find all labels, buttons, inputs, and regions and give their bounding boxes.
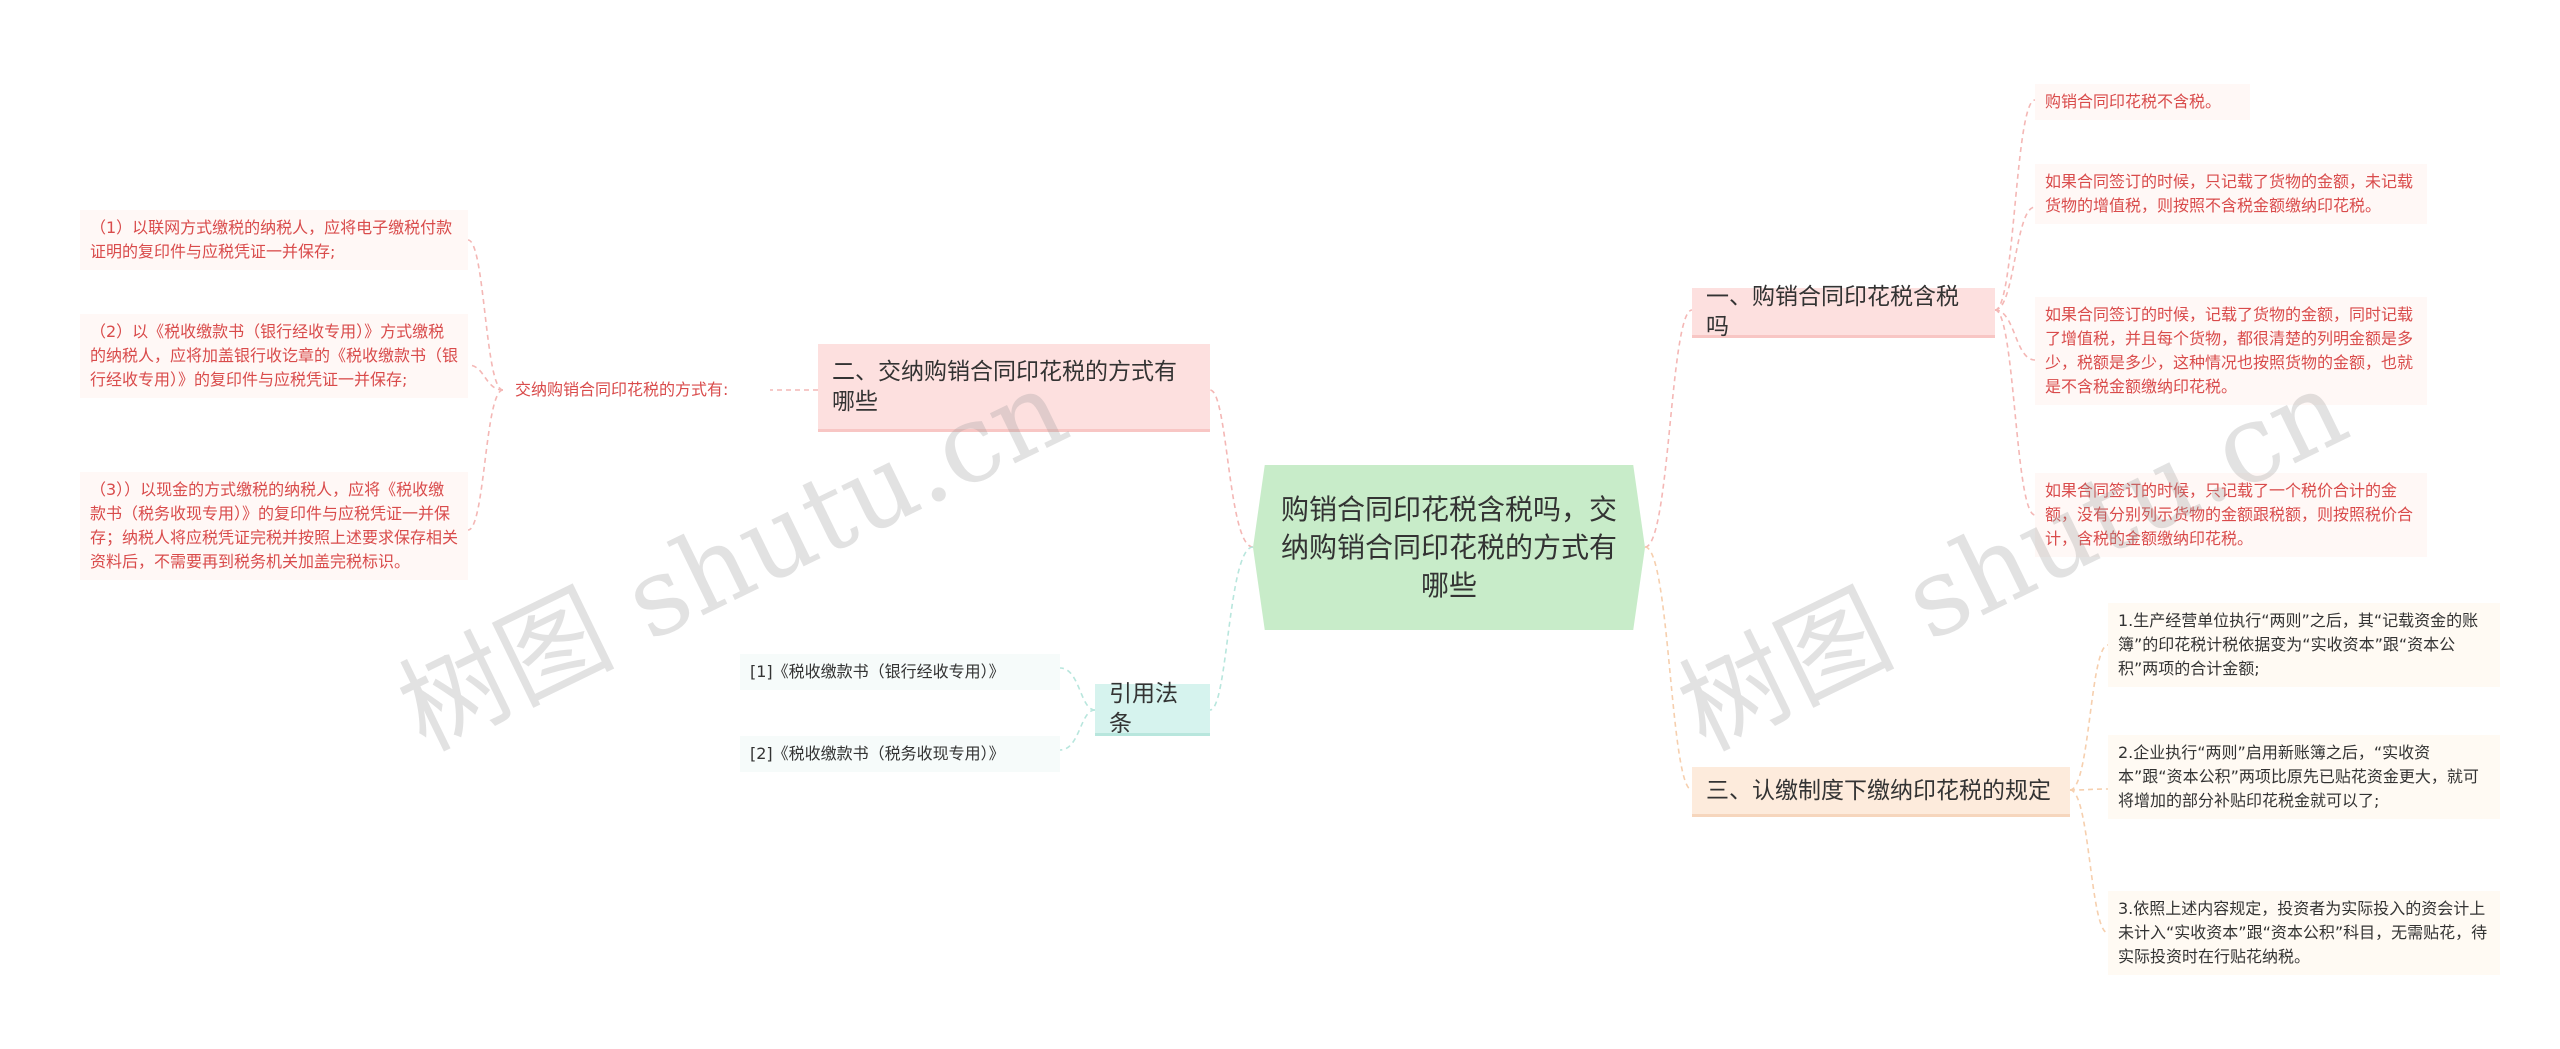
b2-leaf-2[interactable]: （2）以《税收缴款书（银行经收专用）》方式缴税的纳税人，应将加盖银行收讫章的《税…: [80, 314, 468, 398]
b1-leaf-2[interactable]: 如果合同签订的时候，只记载了货物的金额，未记载货物的增值税，则按照不含税金额缴纳…: [2035, 164, 2427, 224]
b3-leaf-1[interactable]: 1.生产经营单位执行“两则”之后，其“记载资金的账簿”的印花税计税依据变为“实收…: [2108, 603, 2500, 687]
branch-2[interactable]: 二、交纳购销合同印花税的方式有哪些: [818, 344, 1210, 432]
branch-1-label: 一、购销合同印花税含税吗: [1706, 283, 1959, 340]
b1-leaf-3[interactable]: 如果合同签订的时候，记载了货物的金额，同时记载了增值税，并且每个货物，都很清楚的…: [2035, 297, 2427, 405]
b4-leaf-2-text: [2]《税收缴款书（税务收现专用）》: [750, 744, 1005, 763]
branch-1[interactable]: 一、购销合同印花税含税吗: [1692, 284, 1995, 340]
b2-leaf-1[interactable]: （1）以联网方式缴税的纳税人，应将电子缴税付款证明的复印件与应税凭证一并保存;: [80, 210, 468, 270]
central-topic[interactable]: 购销合同印花税含税吗，交纳购销合同印花税的方式有哪些: [1253, 465, 1645, 630]
b2-leaf-3[interactable]: （3））以现金的方式缴税的纳税人，应将《税收缴款书（税务收现专用）》的复印件与应…: [80, 472, 468, 580]
b2-leaf-1-text: （1）以联网方式缴税的纳税人，应将电子缴税付款证明的复印件与应税凭证一并保存;: [90, 218, 453, 261]
b2-leaf-3-text: （3））以现金的方式缴税的纳税人，应将《税收缴款书（税务收现专用）》的复印件与应…: [90, 480, 459, 571]
b1-leaf-3-text: 如果合同签订的时候，记载了货物的金额，同时记载了增值税，并且每个货物，都很清楚的…: [2045, 305, 2414, 396]
b4-leaf-1-text: [1]《税收缴款书（银行经收专用）》: [750, 662, 1005, 681]
b1-leaf-4-text: 如果合同签订的时候，只记载了一个税价合计的金额，没有分别列示货物的金额跟税额，则…: [2045, 481, 2414, 548]
b3-leaf-1-text: 1.生产经营单位执行“两则”之后，其“记载资金的账簿”的印花税计税依据变为“实收…: [2118, 611, 2479, 678]
b1-leaf-1[interactable]: 购销合同印花税不含税。: [2035, 84, 2250, 120]
b4-leaf-2[interactable]: [2]《税收缴款书（税务收现专用）》: [740, 736, 1060, 772]
central-topic-label: 购销合同印花税含税吗，交纳购销合同印花税的方式有哪些: [1280, 492, 1617, 602]
b2-sub-label-text: 交纳购销合同印花税的方式有:: [515, 380, 729, 399]
b3-leaf-2-text: 2.企业执行“两则”启用新账簿之后，“实收资本”跟“资本公积”两项比原先已贴花资…: [2118, 743, 2479, 810]
b1-leaf-4[interactable]: 如果合同签订的时候，只记载了一个税价合计的金额，没有分别列示货物的金额跟税额，则…: [2035, 473, 2427, 557]
branch-4[interactable]: 引用法条: [1095, 681, 1210, 737]
b3-leaf-2[interactable]: 2.企业执行“两则”启用新账簿之后，“实收资本”跟“资本公积”两项比原先已贴花资…: [2108, 735, 2500, 819]
b3-leaf-3[interactable]: 3.依照上述内容规定，投资者为实际投入的资会计上未计入“实收资本”跟“资本公积”…: [2108, 891, 2500, 975]
branch-3[interactable]: 三、认缴制度下缴纳印花税的规定: [1692, 767, 2070, 817]
b1-leaf-1-text: 购销合同印花税不含税。: [2045, 92, 2222, 111]
b3-leaf-3-text: 3.依照上述内容规定，投资者为实际投入的资会计上未计入“实收资本”跟“资本公积”…: [2118, 899, 2488, 966]
branch-3-label: 三、认缴制度下缴纳印花税的规定: [1706, 777, 2051, 804]
b1-leaf-2-text: 如果合同签订的时候，只记载了货物的金额，未记载货物的增值税，则按照不含税金额缴纳…: [2045, 172, 2414, 215]
b2-leaf-2-text: （2）以《税收缴款书（银行经收专用）》方式缴税的纳税人，应将加盖银行收讫章的《税…: [90, 322, 459, 389]
branch-2-label: 二、交纳购销合同印花税的方式有哪些: [832, 358, 1177, 415]
branch-4-label: 引用法条: [1109, 680, 1178, 737]
b4-leaf-1[interactable]: [1]《税收缴款书（银行经收专用）》: [740, 654, 1060, 690]
b2-sub-label[interactable]: 交纳购销合同印花税的方式有:: [515, 378, 775, 402]
